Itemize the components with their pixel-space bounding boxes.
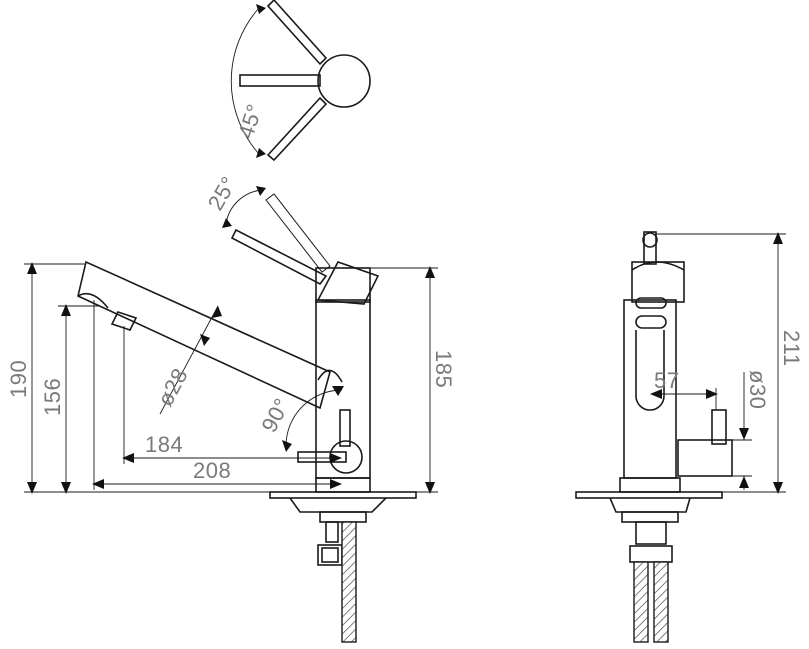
deck-plate	[269, 491, 417, 499]
label-height-total-right: 211	[779, 330, 804, 367]
faucet-body	[315, 299, 371, 479]
label-height-body: 185	[431, 350, 456, 388]
side-body	[623, 299, 677, 479]
label-reach-inner: 184	[145, 432, 183, 457]
label-height-spout-outlet: 156	[40, 378, 65, 416]
label-spout-diameter: ø28	[152, 364, 193, 411]
label-lever-diameter: ø30	[745, 370, 770, 409]
label-handle-tilt: 25°	[203, 172, 242, 215]
spout	[77, 260, 331, 410]
label-height-total-left: 190	[6, 360, 31, 398]
label-reach-outer: 208	[193, 458, 231, 483]
top-view: 45°	[230, 0, 371, 162]
front-view: 25° ø28 90° 184 208 190 1	[6, 172, 456, 643]
label-spout-swivel: 90°	[256, 394, 294, 436]
side-view: 57 ø30 211	[575, 231, 804, 643]
rotation-arc	[230, 7, 260, 155]
label-lever-offset: 57	[654, 368, 679, 393]
label-handle-rotation: 45°	[233, 101, 268, 142]
